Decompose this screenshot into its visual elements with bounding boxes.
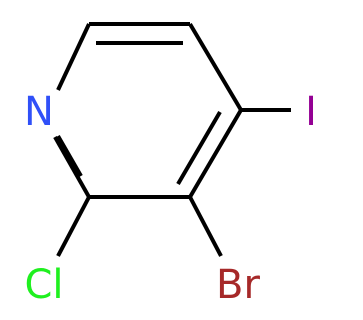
- bond-c5-c4: [188, 22, 243, 112]
- atom-br-label: Br: [216, 262, 260, 308]
- bond-c4-c3-inner: [176, 110, 222, 186]
- bond-c4-c3: [188, 108, 243, 199]
- bond-c2-cl: [56, 196, 91, 257]
- bond-n-c6: [56, 23, 91, 91]
- bond-c3-br: [188, 196, 223, 257]
- bond-c2-n-inner: [56, 135, 83, 177]
- atom-n-label: N: [24, 89, 54, 135]
- atom-cl-label: Cl: [24, 262, 63, 308]
- bond-c2-n: [53, 136, 91, 198]
- atom-i-label: I: [305, 89, 317, 135]
